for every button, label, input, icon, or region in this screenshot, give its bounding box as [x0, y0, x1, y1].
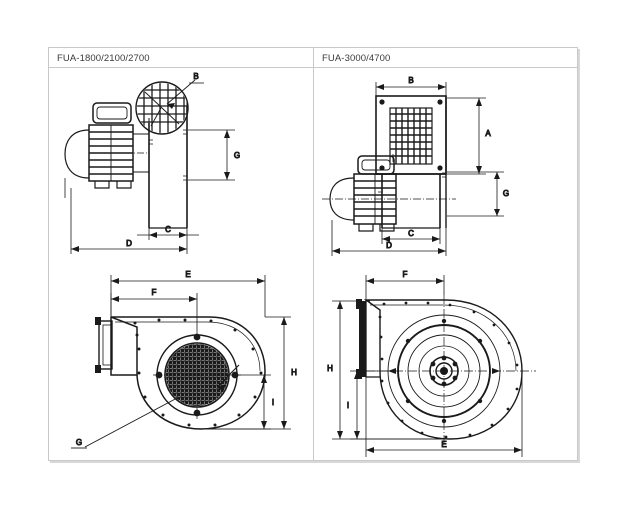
drawing-top-right: B A	[314, 68, 579, 265]
dimension-c	[137, 228, 199, 240]
dimension-b	[166, 79, 204, 109]
dimension-label-d: D	[386, 241, 392, 250]
column-header-fua-1800-2100-2700: FUA-1800/2100/2700	[57, 52, 150, 64]
dimension-label-e: E	[185, 270, 190, 279]
dimension-label-e: E	[441, 440, 446, 449]
dimension-f	[365, 275, 445, 300]
dimension-c	[381, 228, 441, 244]
motor-assembly	[322, 155, 456, 232]
dimension-label-g: G	[76, 438, 82, 447]
dimension-f	[110, 293, 198, 331]
dimension-i	[350, 370, 450, 440]
dimension-g	[447, 171, 504, 217]
dimension-i	[201, 374, 271, 430]
dimension-label-i: I	[347, 401, 349, 410]
drawing-top-left: B G	[49, 68, 313, 265]
dimension-label-b: B	[193, 72, 198, 81]
dimension-label-b: B	[408, 76, 413, 85]
spec-table-frame: FUA-1800/2100/2700 FUA-3000/4700	[48, 47, 578, 461]
scroll-housing	[356, 299, 523, 440]
drawing-bottom-left: G E	[49, 265, 313, 461]
dimension-label-h: H	[327, 364, 333, 373]
circular-mesh-inlet	[153, 331, 241, 419]
dimension-label-f: F	[152, 288, 157, 297]
dimension-label-d: D	[126, 239, 132, 248]
dimension-e	[365, 371, 523, 457]
dimension-g	[71, 396, 180, 449]
dimension-label-c: C	[408, 229, 414, 238]
dimension-label-g: G	[503, 189, 509, 198]
housing-rivets	[133, 318, 263, 427]
fua-1800-front-view-svg: G E	[71, 270, 298, 449]
dimension-label-g: G	[234, 151, 240, 160]
dimension-b	[375, 82, 447, 96]
dimension-a	[447, 97, 486, 175]
dimension-label-a: A	[485, 129, 491, 138]
rectangular-inlet-box	[375, 95, 447, 175]
circular-inlet-grille	[135, 81, 189, 135]
dimension-e	[110, 275, 266, 317]
dimension-d	[70, 188, 188, 254]
dimension-label-i: I	[272, 398, 274, 407]
fua-3000-front-view-svg: F H	[327, 270, 536, 457]
drawing-bottom-right: F H	[314, 265, 579, 461]
dimension-label-c: C	[165, 225, 171, 234]
column-divider	[313, 48, 314, 460]
dimension-label-f: F	[403, 270, 408, 279]
dimension-g	[188, 129, 235, 181]
fua-1800-side-view-svg: B G	[64, 72, 241, 254]
fua-3000-side-view-svg: B A	[322, 76, 510, 256]
scroll-housing	[95, 316, 266, 430]
dimension-label-h: H	[291, 368, 297, 377]
motor-assembly	[64, 102, 150, 198]
dimension-d	[331, 220, 447, 256]
housing-rivets	[378, 301, 519, 439]
column-header-fua-3000-4700: FUA-3000/4700	[322, 52, 391, 64]
